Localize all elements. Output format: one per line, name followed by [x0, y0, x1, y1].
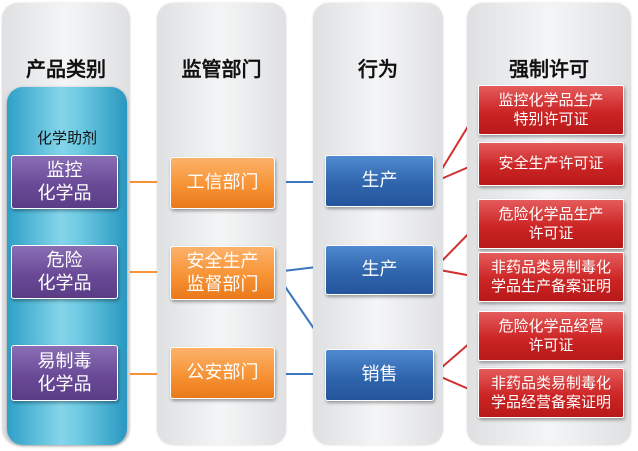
action-box-production-2: 生产 — [325, 245, 434, 295]
chemical-additives-title: 化学助剂 — [36, 129, 97, 147]
permit-box-precursor-trading: 非药品类易制毒化 学品经营备案证明 — [478, 368, 624, 418]
category-box-precursor-chemicals: 易制毒 化学品 — [11, 345, 118, 401]
category-box-hazardous-chemicals: 危险 化学品 — [11, 245, 118, 299]
permit-box-hazardous-trading: 危险化学品经营 许可证 — [478, 311, 624, 361]
permit-box-safety-production: 安全生产许可证 — [478, 142, 624, 186]
action-box-sales: 销售 — [325, 349, 434, 401]
permit-box-hazardous-production: 危险化学品生产 许可证 — [478, 199, 624, 249]
department-box-public-security: 公安部门 — [170, 347, 275, 399]
department-column-header: 监管部门 — [181, 57, 262, 81]
permit-column-header: 强制许可 — [509, 57, 589, 81]
permit-box-precursor-production: 非药品类易制毒化 学品生产备案证明 — [478, 252, 624, 302]
permit-box-monitored-production: 监控化学品生产 特别许可证 — [478, 85, 624, 135]
department-box-work-safety: 安全生产 监督部门 — [170, 246, 275, 300]
category-box-monitored-chemicals: 监控 化学品 — [11, 155, 118, 209]
department-box-industry-it: 工信部门 — [170, 157, 275, 209]
action-column-header: 行为 — [358, 57, 398, 81]
category-column-header: 产品类别 — [26, 57, 106, 81]
action-box-production-1: 生产 — [325, 155, 434, 207]
